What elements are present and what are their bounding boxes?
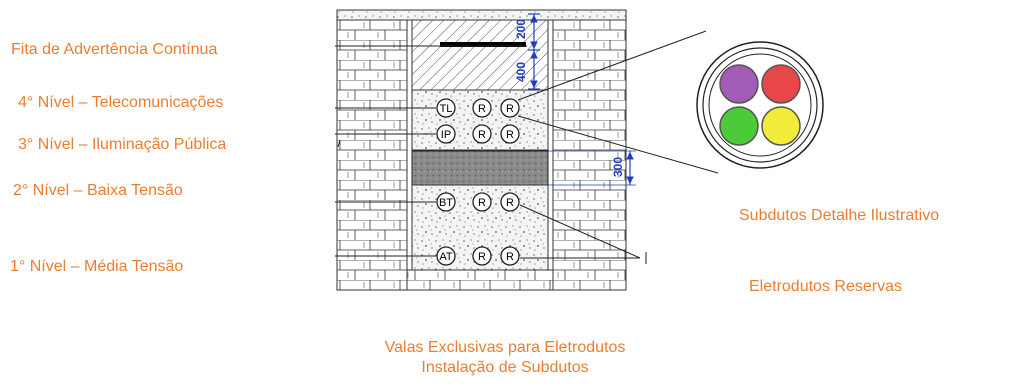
label-reserve-ducts: Eletrodutos Reservas <box>749 278 902 295</box>
duct-row-4: TL R R <box>436 98 520 118</box>
label-level-2: 2° Nível – Baixa Tensão <box>13 182 183 199</box>
subduct-purple <box>719 64 759 104</box>
duct-row-3: IP R R <box>436 124 520 144</box>
duct-reserve: R <box>506 129 514 141</box>
dimension-markers <box>528 13 636 186</box>
dimension-400: 400 <box>514 62 528 82</box>
concrete-slab <box>411 150 549 186</box>
leader-lines <box>335 30 719 264</box>
warning-tape <box>440 42 526 47</box>
duct-row-2: BT R R <box>436 192 520 212</box>
subduct-yellow <box>761 106 801 146</box>
duct-reserve: R <box>478 251 486 263</box>
duct-ip: IP <box>441 129 451 141</box>
soil-left <box>336 19 408 291</box>
soil-right <box>552 19 627 291</box>
dimension-200: 200 <box>514 19 528 39</box>
subduct-detail <box>696 41 824 169</box>
duct-bt: BT <box>439 197 453 209</box>
subduct-red <box>761 64 801 104</box>
duct-reserve: R <box>478 197 486 209</box>
duct-reserve: R <box>478 129 486 141</box>
ground-surface <box>336 9 627 21</box>
soil-bottom <box>406 269 554 291</box>
duct-reserve: R <box>506 197 514 209</box>
label-subducts-detail: Subdutos Detalhe Ilustrativo <box>739 207 940 224</box>
duct-reserve: R <box>478 103 486 115</box>
label-warning-tape: Fita de Advertência Contínua <box>11 41 218 58</box>
dimension-300: 300 <box>611 157 625 177</box>
duct-row-1: AT R R <box>436 246 520 266</box>
trench-upper-hatched <box>411 19 549 91</box>
label-level-4: 4° Nível – Telecomunicações <box>18 94 224 111</box>
duct-at: AT <box>439 251 453 263</box>
duct-reserve: R <box>506 251 514 263</box>
caption-line-2: Instalação de Subdutos <box>421 359 589 376</box>
duct-reserve: R <box>506 103 514 115</box>
caption-line-1: Valas Exclusivas para Eletrodutos <box>384 339 626 356</box>
label-level-3: 3° Nível – Iluminação Pública <box>18 136 227 153</box>
duct-tl: TL <box>440 103 453 115</box>
caption: Valas Exclusivas para Eletrodutos Instal… <box>325 338 685 378</box>
label-level-1: 1° Nível – Média Tensão <box>10 258 184 275</box>
subduct-green <box>719 106 759 146</box>
